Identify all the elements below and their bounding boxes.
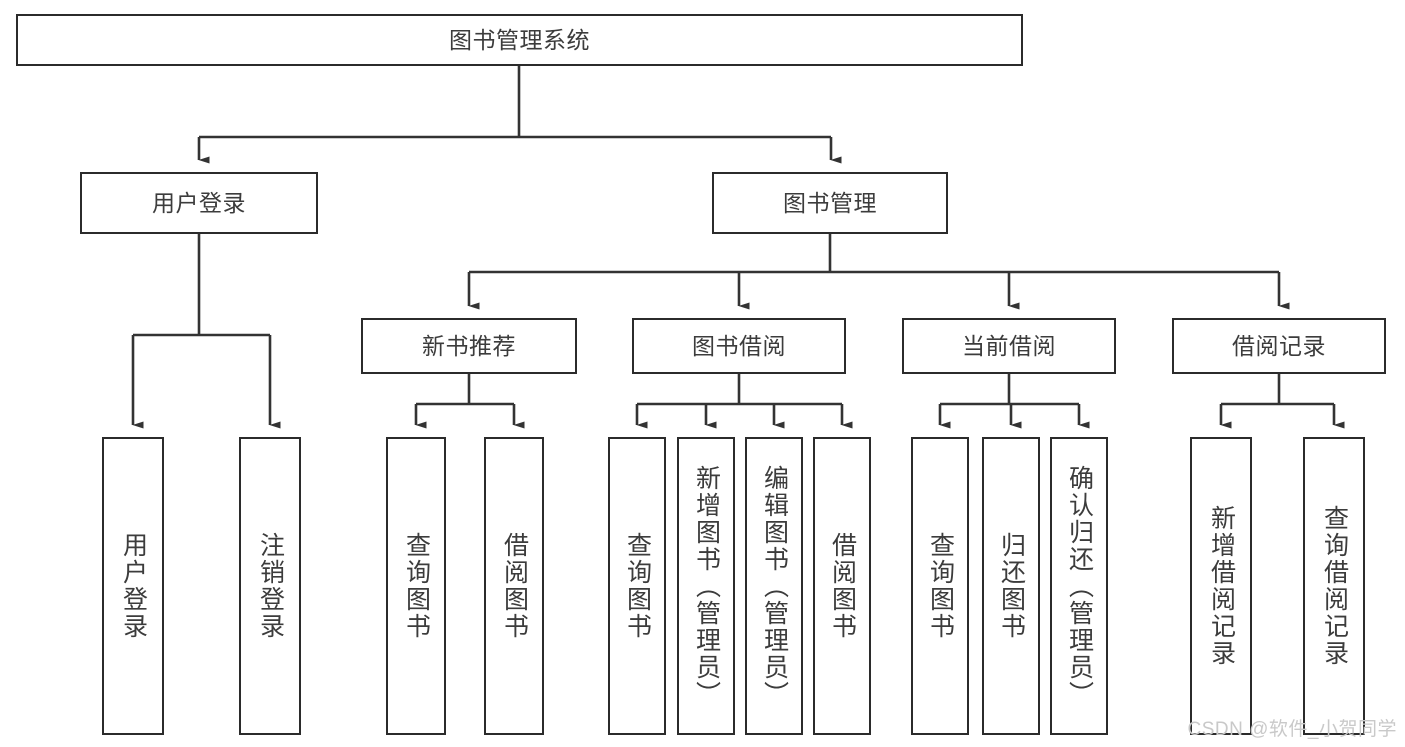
node-label: 编辑图书（管理员） (760, 464, 789, 708)
node-user-login[interactable]: 用户登录 (80, 172, 318, 234)
node-leaf-add-borrow-record[interactable]: 新增借阅记录 (1190, 437, 1252, 735)
node-label: 借阅记录 (1232, 332, 1326, 359)
node-label: 借阅图书 (828, 532, 857, 640)
node-label: 查询借阅记录 (1320, 505, 1349, 667)
node-leaf-query-borrow-record[interactable]: 查询借阅记录 (1303, 437, 1365, 735)
node-label: 查询图书 (926, 532, 955, 640)
node-label: 查询图书 (623, 532, 652, 640)
node-label: 新增借阅记录 (1207, 505, 1236, 667)
node-borrow-record[interactable]: 借阅记录 (1172, 318, 1386, 374)
node-label: 借阅图书 (500, 532, 529, 640)
node-leaf-borrow-book-2[interactable]: 借阅图书 (813, 437, 871, 735)
node-label: 当前借阅 (962, 332, 1056, 359)
node-label: 新增图书（管理员） (692, 464, 721, 708)
node-new-book-recommend[interactable]: 新书推荐 (361, 318, 577, 374)
node-label: 图书借阅 (692, 332, 786, 359)
node-leaf-query-book-1[interactable]: 查询图书 (386, 437, 446, 735)
node-leaf-query-book-3[interactable]: 查询图书 (911, 437, 969, 735)
node-leaf-borrow-book-1[interactable]: 借阅图书 (484, 437, 544, 735)
node-leaf-edit-book[interactable]: 编辑图书（管理员） (745, 437, 803, 735)
node-book-borrow[interactable]: 图书借阅 (632, 318, 846, 374)
node-leaf-logout[interactable]: 注销登录 (239, 437, 301, 735)
node-label: 图书管理系统 (449, 26, 590, 53)
node-label: 查询图书 (402, 532, 431, 640)
node-leaf-return-book[interactable]: 归还图书 (982, 437, 1040, 735)
node-leaf-confirm-return[interactable]: 确认归还（管理员） (1050, 437, 1108, 735)
node-label: 新书推荐 (422, 332, 516, 359)
node-leaf-user-login[interactable]: 用户登录 (102, 437, 164, 735)
node-leaf-add-book[interactable]: 新增图书（管理员） (677, 437, 735, 735)
node-book-management-system[interactable]: 图书管理系统 (16, 14, 1023, 66)
node-label: 用户登录 (119, 532, 148, 640)
node-label: 注销登录 (256, 532, 285, 640)
node-current-borrow[interactable]: 当前借阅 (902, 318, 1116, 374)
node-label: 图书管理 (783, 189, 877, 216)
node-label: 确认归还（管理员） (1065, 464, 1094, 708)
node-label: 用户登录 (152, 189, 246, 216)
node-leaf-query-book-2[interactable]: 查询图书 (608, 437, 666, 735)
node-label: 归还图书 (997, 532, 1026, 640)
node-book-management[interactable]: 图书管理 (712, 172, 948, 234)
